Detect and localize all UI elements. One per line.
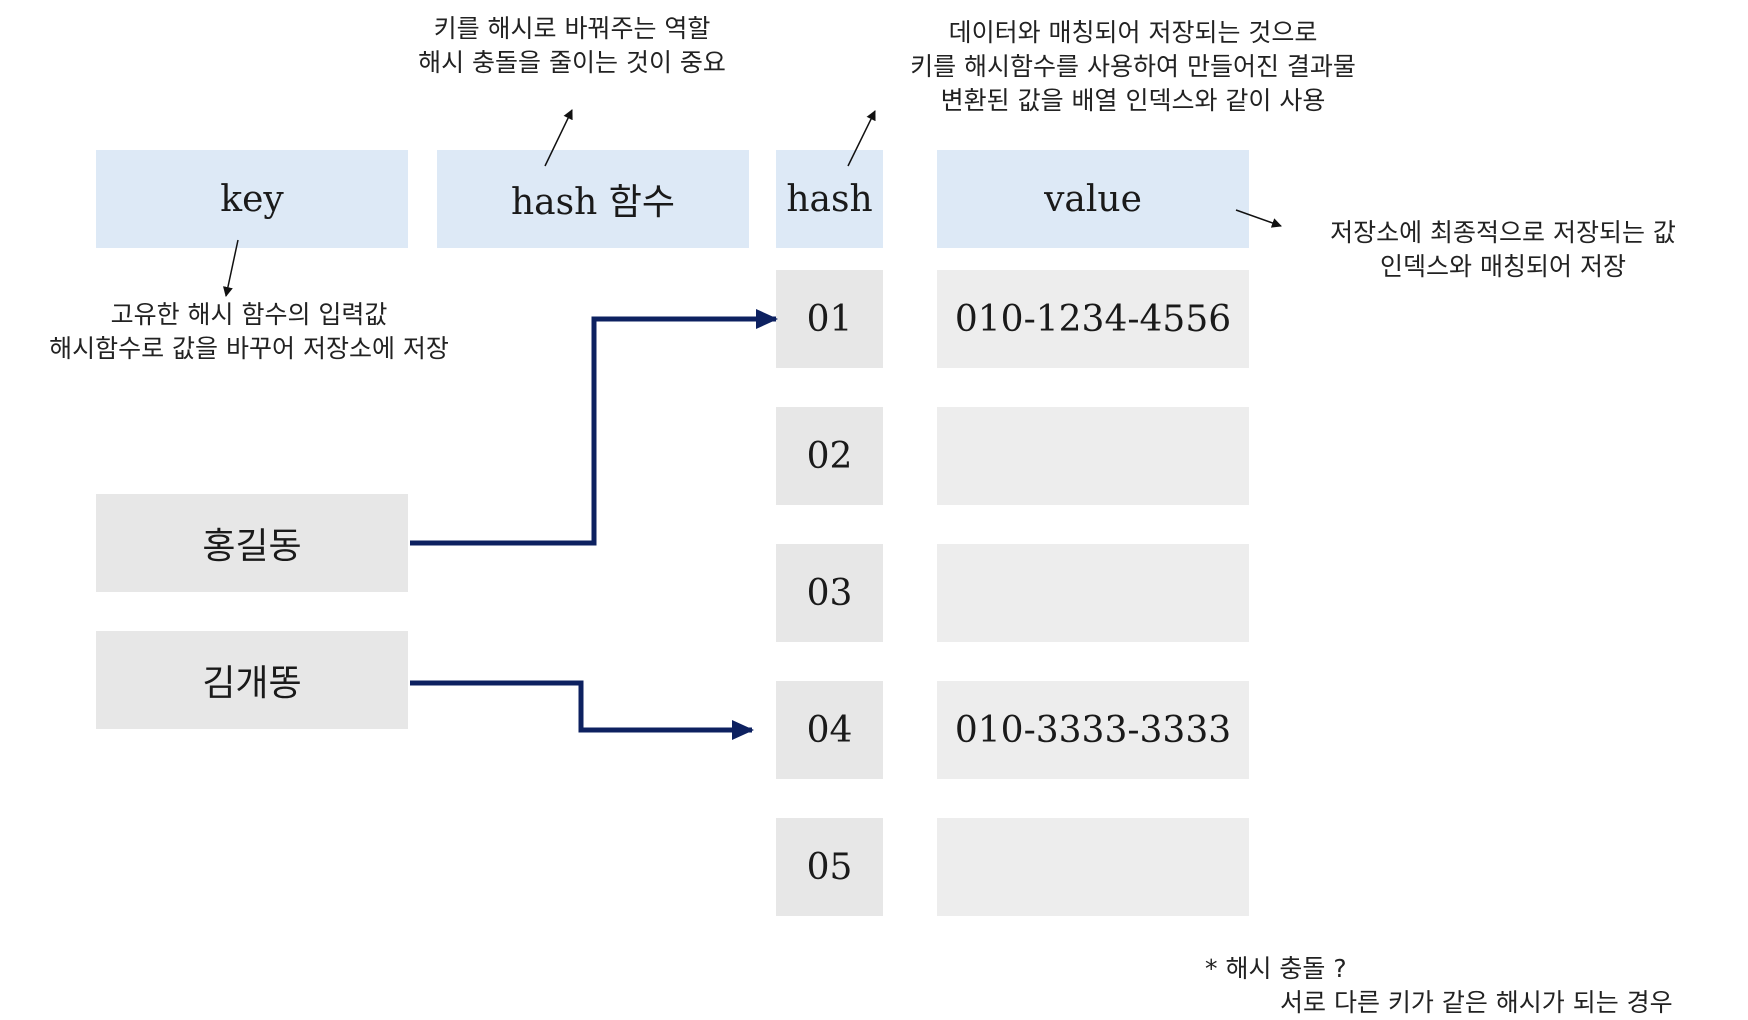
value-cell	[937, 407, 1249, 505]
hash-label: 02	[806, 435, 853, 477]
note-hash: 데이터와 매칭되어 저장되는 것으로 키를 해시함수를 사용하여 만들어진 결과…	[910, 16, 1356, 118]
value-cell	[937, 818, 1249, 916]
footnote-text: 서로 다른 키가 같은 해시가 되는 경우	[1280, 988, 1673, 1017]
pointer-arrow-hash-function	[544, 109, 573, 167]
mapping-arrow-kim-to-04	[410, 680, 754, 740]
header-hash: hash	[776, 150, 883, 248]
hash-label: 03	[806, 572, 853, 614]
header-hash-function-label: hash 함수	[511, 182, 675, 223]
key-label: 김개똥	[202, 663, 302, 704]
hash-cell: 04	[776, 681, 883, 779]
header-value: value	[937, 150, 1249, 248]
header-key: key	[96, 150, 408, 248]
key-box-hong: 홍길동	[96, 494, 408, 592]
note-hash-function: 키를 해시로 바꿔주는 역할 해시 충돌을 줄이는 것이 중요	[418, 12, 726, 80]
note-line: 저장소에 최종적으로 저장되는 값	[1330, 218, 1676, 247]
hash-cell: 01	[776, 270, 883, 368]
footnote-title: * 해시 충돌 ?	[1205, 954, 1347, 983]
pointer-arrow-key	[222, 239, 239, 297]
header-hash-function: hash 함수	[437, 150, 749, 248]
pointer-arrow-value	[1235, 209, 1282, 228]
value-label: 010-3333-3333	[954, 709, 1232, 751]
note-line: 키를 해시함수를 사용하여 만들어진 결과물	[910, 52, 1356, 81]
header-value-label: value	[1044, 178, 1142, 220]
hash-cell: 02	[776, 407, 883, 505]
value-label: 010-1234-4556	[954, 298, 1232, 340]
key-box-kim: 김개똥	[96, 631, 408, 729]
value-cell: 010-1234-4556	[937, 270, 1249, 368]
mapping-arrow-hong-to-01	[410, 309, 778, 546]
hash-cell: 05	[776, 818, 883, 916]
note-line: 변환된 값을 배열 인덱스와 같이 사용	[940, 86, 1326, 115]
note-line: 해시함수로 값을 바꾸어 저장소에 저장	[49, 334, 449, 363]
hash-label: 05	[806, 846, 853, 888]
note-line: 해시 충돌을 줄이는 것이 중요	[418, 48, 726, 77]
note-line: 고유한 해시 함수의 입력값	[110, 300, 388, 329]
key-label: 홍길동	[202, 526, 302, 567]
value-cell	[937, 544, 1249, 642]
hash-label: 01	[806, 298, 853, 340]
hash-cell: 03	[776, 544, 883, 642]
header-key-label: key	[220, 178, 284, 220]
value-cell: 010-3333-3333	[937, 681, 1249, 779]
note-line: 데이터와 매칭되어 저장되는 것으로	[948, 18, 1318, 47]
note-line: 인덱스와 매칭되어 저장	[1380, 252, 1626, 281]
header-hash-label: hash	[786, 178, 873, 220]
pointer-arrow-hash	[847, 110, 876, 167]
note-key: 고유한 해시 함수의 입력값 해시함수로 값을 바꾸어 저장소에 저장	[49, 298, 449, 366]
note-line: 키를 해시로 바꿔주는 역할	[433, 14, 711, 43]
hash-label: 04	[806, 709, 853, 751]
note-value: 저장소에 최종적으로 저장되는 값 인덱스와 매칭되어 저장	[1330, 216, 1676, 284]
